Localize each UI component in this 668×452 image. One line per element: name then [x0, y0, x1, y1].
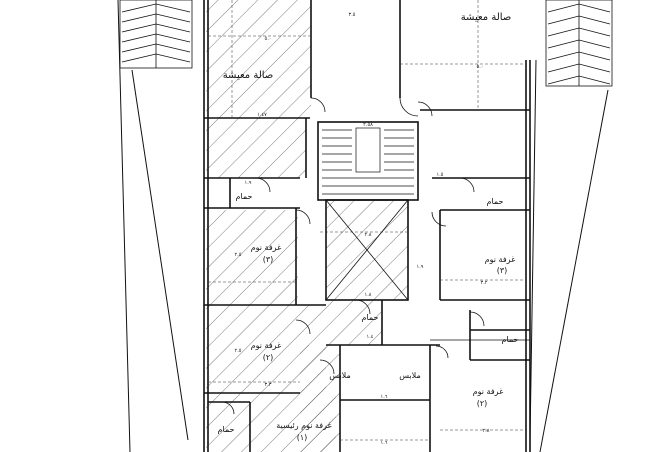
dim-living-right-width: ٥.٠	[477, 64, 484, 70]
room-label-bedroom-left-3-num: (٣)	[263, 255, 274, 264]
room-label-bedroom-right-2: غرفة نوم	[473, 387, 504, 396]
dim-bath-center-w: ١.٤	[367, 334, 374, 340]
hatched-left-apartment	[206, 0, 408, 452]
dim-stair-top: ٢.٥٨	[363, 122, 373, 128]
room-label-bedroom-right-2-num: (٢)	[477, 399, 488, 408]
room-label-bath-right-mid: حمام	[502, 335, 519, 344]
room-label-bath-left-top: حمام	[236, 192, 253, 201]
dim-left-sill: ١.٤٧	[257, 112, 267, 118]
room-label-bedroom-left-2-num: (٢)	[263, 353, 274, 362]
room-label-bath-bottom-left: حمام	[218, 425, 235, 434]
room-label-dressing-left: ملابس	[329, 371, 350, 380]
dim-dress-w: ١.٦	[381, 394, 388, 400]
dim-bottom-2: ١.٦	[381, 440, 388, 446]
left-balcony	[119, 0, 193, 69]
room-labels: صالة معيشة صالة معيشة حمام حمام حمام حما…	[218, 12, 519, 442]
dim-bottom-3: ٢.٨	[483, 428, 490, 434]
room-label-master-bedroom: غرفة نوم رئيسية	[276, 421, 331, 430]
room-label-dressing-right: ملابس	[399, 371, 420, 380]
dim-bed-left-3: ٢.٥	[235, 252, 242, 258]
dim-bed-left-2: ٢.٥	[235, 348, 242, 354]
room-label-master-bedroom-num: (١)	[297, 433, 308, 442]
dimension-labels: ٣.٥ ٥.٠ ٥.٠ ١.٤٧ ٢.٥٨ ١.٥ ١.٩ ٢.٨ ١.٨ ٢.…	[235, 12, 490, 446]
walls	[203, 0, 531, 452]
dim-right-side: ١.٥	[437, 172, 444, 178]
dim-stair-label: ٢.٨	[365, 232, 372, 238]
stair-treads	[322, 127, 414, 195]
room-label-bedroom-right-3-num: (٣)	[497, 266, 508, 275]
building-outline	[117, 0, 609, 452]
dim-bed-right-3: ٣.٢	[481, 280, 488, 286]
room-label-bath-center: حمام	[362, 313, 379, 322]
dim-elev-label: ١.٨	[365, 292, 372, 298]
dim-bottom-1: ٣.٣	[265, 382, 272, 388]
right-balcony	[545, 0, 613, 87]
room-label-living-left: صالة معيشة	[223, 70, 274, 81]
door-swings	[221, 97, 485, 415]
room-label-living-right: صالة معيشة	[461, 12, 512, 23]
room-label-bedroom-right-3: غرفة نوم	[485, 255, 516, 264]
room-label-bedroom-left-2: غرفة نوم	[251, 341, 282, 350]
room-label-bedroom-left-3: غرفة نوم	[251, 243, 282, 252]
dim-bath-left-w: ١.٩	[245, 180, 252, 186]
dim-top-center: ٣.٥	[349, 12, 356, 18]
dim-living-left-width: ٥.٠	[265, 36, 272, 42]
dim-mid-right: ١.٩	[417, 264, 424, 270]
dimension-lines	[208, 0, 526, 441]
room-label-bath-right-top: حمام	[487, 197, 504, 206]
